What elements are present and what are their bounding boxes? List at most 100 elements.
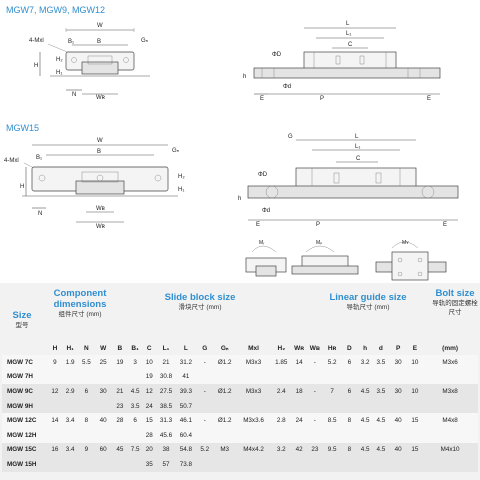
table-cell	[306, 398, 323, 414]
table-cell: 3.4	[61, 413, 79, 428]
table-cell: 2.8	[271, 413, 292, 428]
table-cell: 27.5	[156, 384, 176, 399]
table-cell: 24	[291, 413, 307, 428]
table-cell: 3.5	[372, 355, 389, 370]
dim-L1-2: L₁	[355, 144, 360, 150]
table-cell: 8.5	[322, 413, 342, 428]
table-cell: 8	[341, 413, 358, 428]
table-cell: M4x8	[422, 413, 478, 428]
table-cell	[407, 427, 423, 443]
table-cell	[112, 457, 128, 472]
dim-N-2: N	[38, 211, 42, 217]
dim-L-2: L	[355, 134, 359, 140]
dim-Gn-2: Gₙ	[172, 148, 180, 154]
table-cell	[388, 369, 408, 385]
table-cell: 21	[156, 355, 176, 370]
table-cell	[372, 369, 389, 385]
dim-B2: B	[97, 149, 101, 155]
table-cell: 3.2	[357, 355, 373, 370]
moment-label-p: Mₚ	[316, 240, 322, 246]
dim-P-2: P	[316, 222, 320, 228]
table-cell	[388, 398, 408, 414]
table-cell	[407, 398, 423, 414]
model-cell: MGW 9H	[2, 398, 49, 414]
moment-diagram-r: Mᵣ	[245, 240, 287, 277]
table-cell: 2.9	[61, 384, 79, 399]
table-cell: 54.8	[175, 442, 196, 458]
front-view-large: W B B₁ 4-Mxl Gₙ H H₂ H₁ N Wʙ Wʀ	[4, 138, 185, 230]
table-cell	[78, 369, 95, 385]
dim-E2-2: E	[443, 222, 447, 228]
table-cell	[341, 369, 358, 385]
table-cell: M3x6	[422, 355, 478, 370]
table-cell	[94, 457, 113, 472]
table-cell	[271, 427, 292, 443]
table-cell: 15	[142, 413, 157, 428]
table-cell: 14	[48, 413, 62, 428]
table-cell	[235, 369, 272, 385]
moment-diagram-y: Mʏ	[375, 240, 447, 281]
model-cell: MGW 7C	[2, 355, 49, 370]
table-cell	[341, 457, 358, 472]
dim-W: W	[97, 23, 103, 29]
table-cell	[235, 457, 272, 472]
table-cell	[291, 457, 307, 472]
dim-H1-2: H₁	[178, 187, 184, 193]
dim-H1: H₁	[56, 70, 62, 76]
dim-B: B	[97, 39, 101, 45]
table-cell: 50.7	[175, 398, 196, 414]
table-cell: -	[306, 384, 323, 399]
table-cell	[127, 369, 143, 385]
dim-L: L	[346, 21, 350, 27]
table-cell	[422, 369, 478, 385]
dim-h-2: h	[238, 196, 241, 202]
model-cell: MGW 12H	[2, 427, 49, 443]
front-view-small: W B B₁ 4-Mxl Gₙ H H₂ H₁ N Wʀ	[29, 23, 150, 101]
table-cell: 60	[94, 442, 113, 458]
table-cell: 19	[142, 369, 157, 385]
col-header: B	[117, 344, 123, 352]
table-cell	[112, 427, 128, 443]
table-cell: 35	[142, 457, 157, 472]
table-cell: 3.4	[61, 442, 79, 458]
table-cell: 38.5	[156, 398, 176, 414]
table-cell	[78, 457, 95, 472]
table-cell	[388, 427, 408, 443]
table-cell: 6	[341, 355, 358, 370]
table-cell	[94, 369, 113, 385]
table-cell	[61, 398, 79, 414]
table-cell: 9	[48, 355, 62, 370]
table-cell: -	[306, 413, 323, 428]
col-header: (mm)	[442, 344, 459, 352]
table-cell: 45.6	[156, 427, 176, 443]
table-cell: 5.2	[195, 442, 214, 458]
table-cell: 4.5	[372, 442, 389, 458]
table-cell	[341, 398, 358, 414]
side-view-small: L L₁ C ΦD h Φd E P E	[243, 21, 441, 102]
table-cell	[48, 457, 62, 472]
table-cell: 15	[407, 442, 423, 458]
table-cell	[48, 427, 62, 443]
table-cell	[357, 369, 373, 385]
table-cell: 9.5	[322, 442, 342, 458]
table-cell: 30	[388, 355, 408, 370]
table-cell: 31.2	[175, 355, 196, 370]
model-cell: MGW 9C	[2, 384, 49, 399]
table-cell	[271, 369, 292, 385]
dim-D: ΦD	[272, 52, 282, 58]
table-cell: 9	[78, 442, 95, 458]
table-cell: 4.5	[357, 442, 373, 458]
dim-N: N	[72, 92, 76, 98]
table-cell	[78, 427, 95, 443]
table-cell: -	[195, 413, 214, 428]
col-header: W	[100, 344, 107, 352]
dim-C-2: C	[356, 156, 361, 162]
table-cell: 7.5	[127, 442, 143, 458]
col-header: G	[202, 344, 208, 352]
table-cell: 45	[112, 442, 128, 458]
table-cell	[357, 427, 373, 443]
